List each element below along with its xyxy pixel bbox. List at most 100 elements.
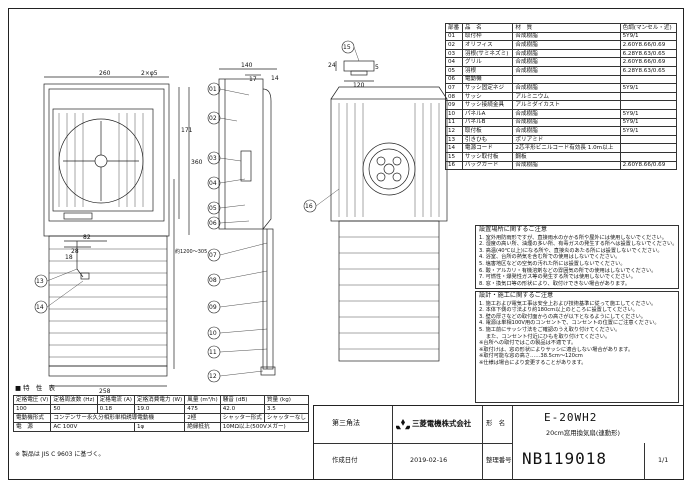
note-line: 2. 本体下側の寸法より約180cm以上のところに設置してください。 <box>479 307 638 314</box>
dim-260: 260 <box>99 70 111 77</box>
dim-140: 140 <box>241 62 253 69</box>
leader-16: 16 <box>305 203 313 210</box>
spec-h-noise: 騒音 (dB) <box>219 395 265 405</box>
spec-insulation-value: 10MΩ以上(500Vメガー) <box>219 422 310 432</box>
rear-body <box>330 98 448 222</box>
parts-cell-material: 合成樹脂 <box>512 48 621 59</box>
parts-cell-color <box>619 91 678 102</box>
detail-15-plate <box>343 60 375 72</box>
spec-h-frequency: 定格周波数 (Hz) <box>50 395 98 405</box>
spec-h-current: 定格電流 (A) <box>96 395 135 405</box>
parts-cell-color: 6.28Y8.63/0.65 <box>619 48 678 59</box>
parts-header-color: 色調(マンセル・近) <box>619 23 678 33</box>
model-description: 20cm窓用換気扇(連動形) <box>546 429 620 437</box>
spec-shutter-label: シャッター形式 <box>219 413 265 423</box>
parts-cell-name: 電源コード <box>461 143 514 153</box>
parts-cell-material: 合成樹脂 <box>512 108 621 119</box>
parts-cell-no: 15 <box>445 151 463 162</box>
note-line: 8. 窓・換気口等の形状により、取付けできない場合があります。 <box>479 280 631 287</box>
leader-01: 01 <box>209 86 217 93</box>
parts-header-material: 材 質 <box>512 23 621 33</box>
spec-supply-value: AC 100V <box>50 422 135 432</box>
parts-cell-name: サッシ取付板 <box>461 151 514 162</box>
parts-cell-color: 5Y9/1 <box>619 117 678 128</box>
parts-cell-no: 04 <box>445 57 463 67</box>
spec-h-airflow: 風量 (m³/h) <box>184 395 221 405</box>
note-line: 7. 可燃性・爆発性ガス等の発生する所では使用しないでください。 <box>479 274 636 281</box>
dim-120: 120 <box>353 82 365 89</box>
parts-cell-name: 電動機 <box>461 74 514 85</box>
parts-header-name: 品 名 <box>461 23 514 33</box>
install-notes-title: 設置場所に関するご注意 <box>479 226 548 233</box>
leader-03: 03 <box>209 155 217 162</box>
leader-07: 07 <box>209 252 217 259</box>
spec-v-mass: 3.5 <box>263 404 310 414</box>
dim-24: 24 <box>328 62 336 69</box>
parts-cell-no: 07 <box>445 83 463 93</box>
note-line: 5. 塩害地区などの空気の汚れた所には設置しないでください。 <box>479 260 626 267</box>
note-line: 3. 高温(40℃以上)になる所や、直接炎のあたる所には設置しないでください。 <box>479 247 663 254</box>
drawing-sheet: 01 02 03 04 05 06 07 08 09 10 11 12 13 1… <box>8 8 684 480</box>
parts-cell-name: サッシ接続金具 <box>461 100 514 110</box>
front-frame <box>43 83 170 237</box>
parts-cell-color: 2.60Y8.66/0.69 <box>619 40 678 50</box>
note-line: また、コンセント付近にひもを取り付けてください。 <box>479 333 611 340</box>
leader-09: 09 <box>209 304 217 311</box>
parts-cell-name: 取付板 <box>461 126 514 136</box>
note-line: ※仕様は場合により変更することがあります。 <box>479 359 587 366</box>
parts-cell-no: 03 <box>445 48 463 59</box>
date-label: 作成日付 <box>332 456 358 464</box>
parts-cell-no: 09 <box>445 100 463 110</box>
leader-04: 04 <box>209 180 217 187</box>
parts-cell-no: 01 <box>445 31 463 42</box>
parts-cell-name: サッシ <box>461 91 514 102</box>
spec-v-frequency: 50 <box>50 404 98 414</box>
parts-cell-material: 合成樹脂 <box>512 65 621 76</box>
spec-h-power: 定格消費電力 (W) <box>133 395 186 405</box>
parts-cell-no: 11 <box>445 117 463 128</box>
spec-motor-label: 電動機形式 <box>12 413 52 423</box>
spec-motor-value: コンデンサー永久分相形単相誘導電動機 <box>50 413 186 423</box>
dim-18: 18 <box>65 254 73 261</box>
parts-cell-no: 13 <box>445 134 463 145</box>
sheet-number: 1/1 <box>658 456 669 464</box>
dim-range: 約1200～305 <box>175 249 208 255</box>
note-line: 3. 壁の厚さなどの取付面からの高さが以下となるようにしてください。 <box>479 313 646 320</box>
specs-title: ■ 特 性 表 <box>15 384 56 392</box>
spec-v-power: 19.0 <box>133 404 186 414</box>
spec-v-airflow: 475 <box>184 404 221 414</box>
parts-cell-material: 合成樹脂 <box>512 83 621 93</box>
dim-258: 258 <box>99 388 111 395</box>
front-label-plate <box>63 212 93 220</box>
note-line: 1. 室外用防雨形ですが、直接雨水のかかる所や屋外には使用しないでください。 <box>479 234 667 241</box>
parts-cell-name: パネルA <box>461 108 514 119</box>
parts-cell-material <box>512 74 621 85</box>
parts-cell-name: オリフィス <box>461 40 514 50</box>
spec-v-voltage: 100 <box>12 404 52 414</box>
leader-15: 15 <box>343 44 351 51</box>
spec-h-mass: 質量 (kg) <box>263 395 310 405</box>
note-line: ※取付けは、窓の形状によりサッシに適合しない場合があります。 <box>479 346 634 353</box>
dim-2x5: 2×φ5 <box>141 70 158 77</box>
specs-motor-row: 電動機形式 コンデンサー永久分相形単相誘導電動機 2極 シャッター形式 シャッタ… <box>12 413 310 423</box>
dim-14: 14 <box>271 75 279 82</box>
parts-cell-name: パネルB <box>461 117 514 128</box>
spec-insulation-label: 絶縁抵抗 <box>184 422 221 432</box>
parts-cell-name: 引きひも <box>461 134 514 145</box>
parts-cell-color <box>619 143 678 153</box>
parts-cell-color: 5Y9/1 <box>619 126 678 136</box>
parts-cell-material: 合成樹脂 <box>512 31 621 42</box>
parts-cell-color <box>619 134 678 145</box>
parts-cell-material: 合成樹脂 <box>512 40 621 50</box>
leader-13: 13 <box>36 278 44 285</box>
